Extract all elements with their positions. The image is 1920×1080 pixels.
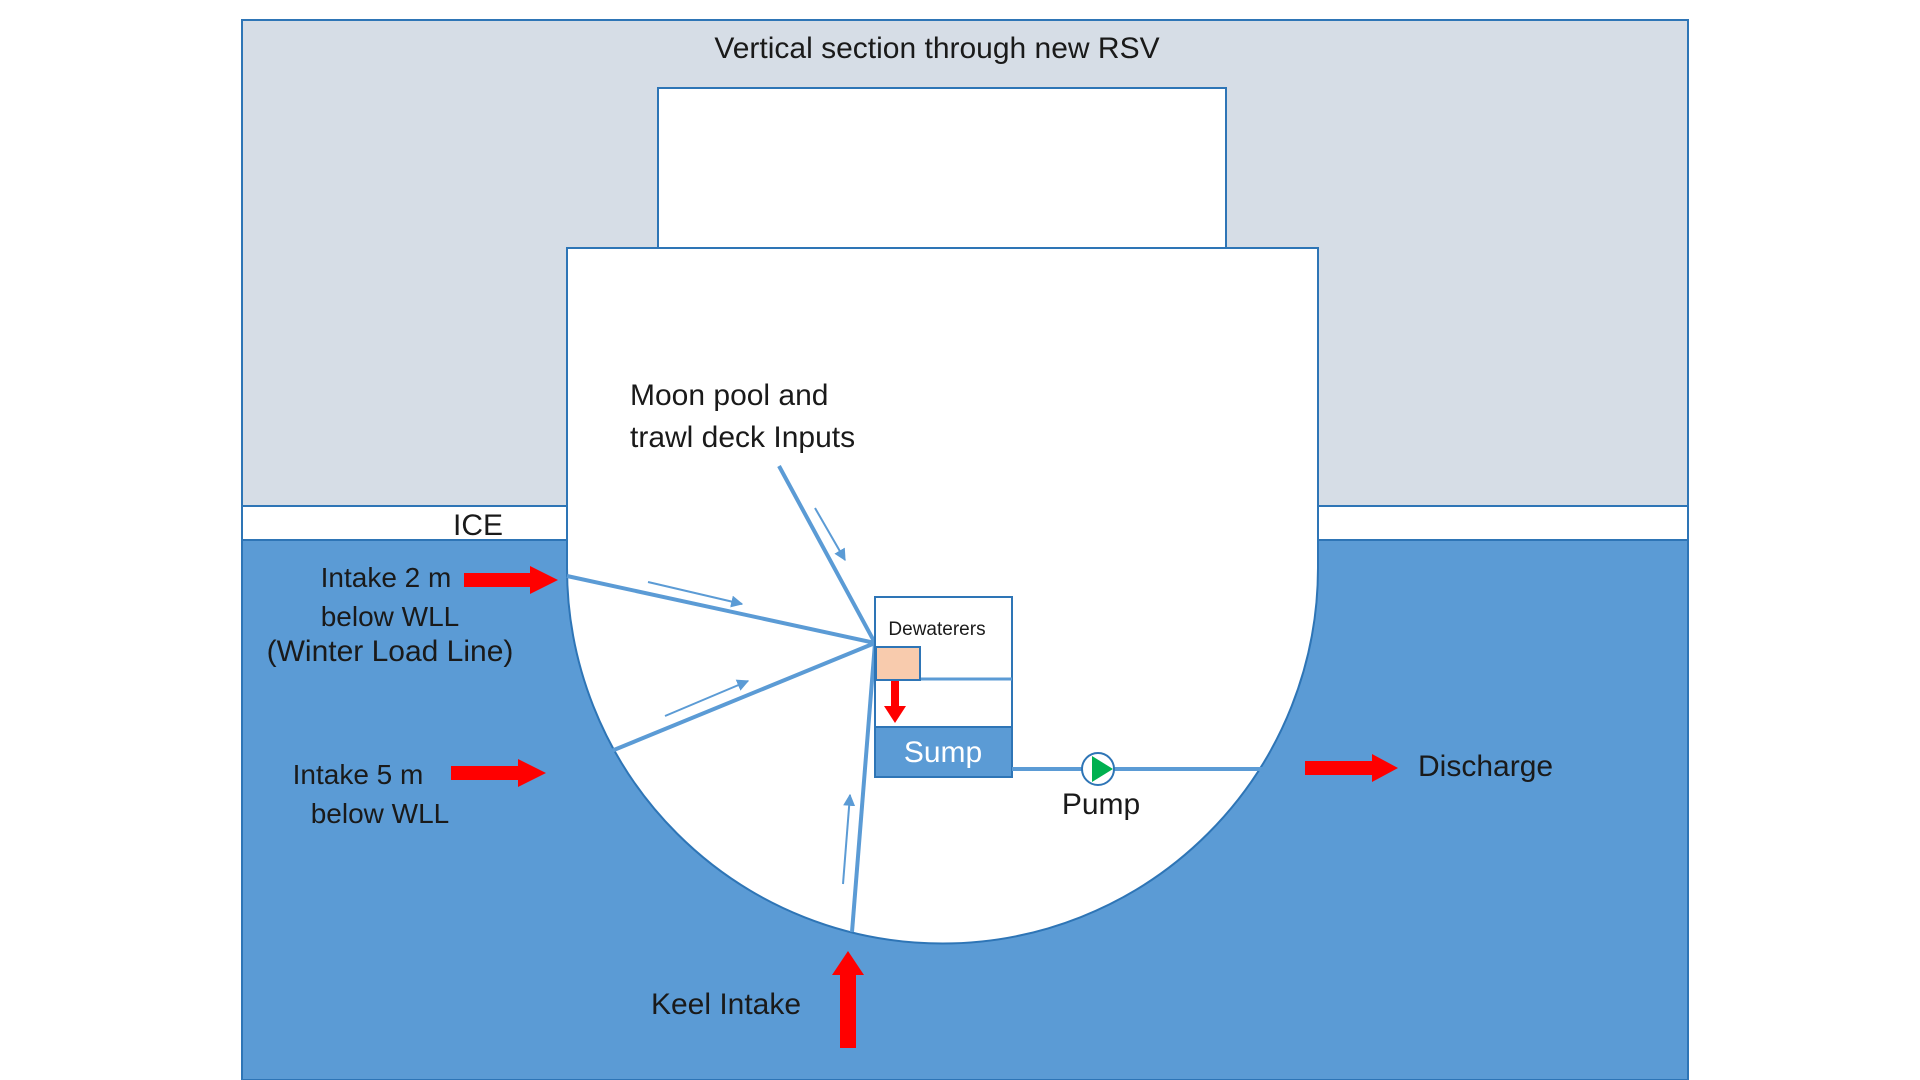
dewaterer-unit bbox=[875, 646, 921, 681]
pump-label: Pump bbox=[1062, 788, 1140, 821]
moonpool-label-line1: Moon pool and bbox=[630, 379, 829, 412]
moonpool-label-line2: trawl deck Inputs bbox=[630, 421, 855, 454]
intake-pipes bbox=[566, 465, 877, 933]
intake-2m-pipe bbox=[566, 574, 876, 645]
red-arrow-icon bbox=[451, 566, 1398, 1048]
intake-5m-label-line1: Intake 5 m bbox=[293, 759, 424, 790]
flow-arrow-keel bbox=[842, 793, 856, 885]
intake-5m-arrow bbox=[451, 759, 546, 787]
flow-arrow-moonpool bbox=[814, 507, 846, 562]
sump-label: Sump bbox=[904, 736, 982, 769]
keel-pipe bbox=[850, 642, 877, 933]
discharge-arrow bbox=[1305, 754, 1398, 782]
dewaterer-to-sump-arrow bbox=[884, 681, 906, 723]
keel-arrow bbox=[832, 951, 864, 1048]
discharge-label: Discharge bbox=[1418, 750, 1553, 783]
intake-5m-label-line2: below WLL bbox=[311, 798, 450, 829]
intake-2m-label-line2: below WLL bbox=[321, 601, 460, 632]
flow-arrow-intake-2m bbox=[647, 581, 744, 608]
keel-intake-label: Keel Intake bbox=[651, 988, 801, 1021]
superstructure bbox=[657, 87, 1227, 251]
intake-5m-pipe bbox=[608, 641, 876, 754]
flow-arrow-intake-5m bbox=[664, 679, 750, 717]
dewaterers-label: Dewaterers bbox=[888, 619, 985, 640]
sump bbox=[874, 726, 1013, 778]
flow-direction-arrows bbox=[647, 507, 856, 885]
intake-2m-label-line3: (Winter Load Line) bbox=[267, 635, 514, 668]
intake-2m-arrow bbox=[464, 566, 558, 594]
ice-label: ICE bbox=[453, 509, 503, 542]
moonpool-pipe bbox=[777, 465, 877, 644]
intake-2m-label-line1: Intake 2 m bbox=[321, 562, 452, 593]
pump-icon bbox=[1081, 752, 1115, 786]
diagram-title: Vertical section through new RSV bbox=[714, 32, 1159, 65]
